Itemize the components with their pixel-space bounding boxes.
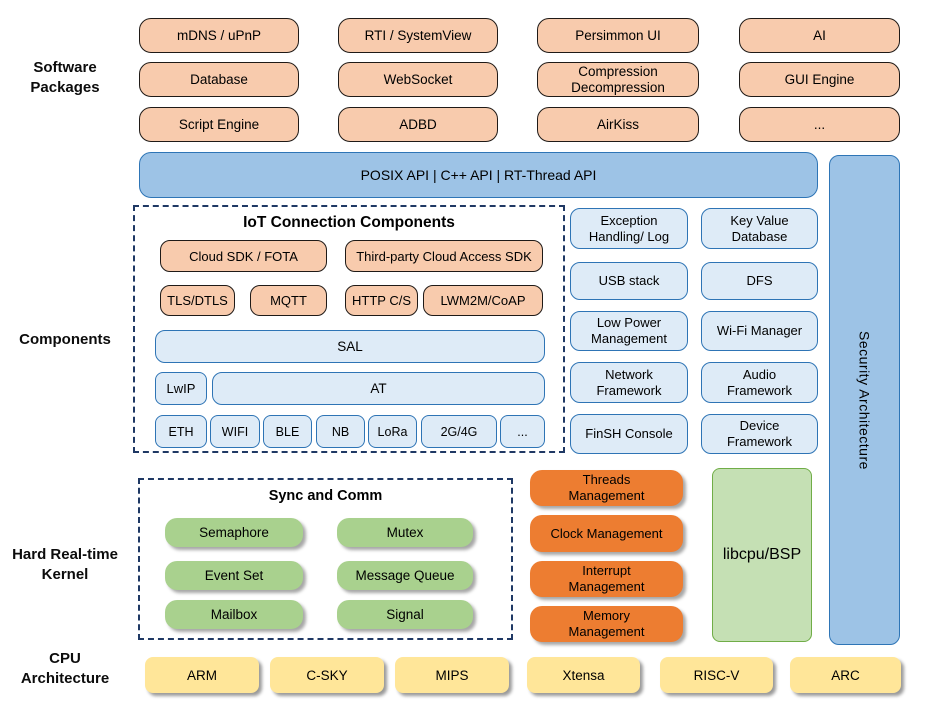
cpu-c-sky: C-SKY xyxy=(270,657,384,693)
box-libcpu-bsp: libcpu/BSP xyxy=(712,468,812,642)
svc-network-framework: Network Framework xyxy=(570,362,688,403)
cpu-arc: ARC xyxy=(790,657,901,693)
cpu-risc-v: RISC-V xyxy=(660,657,773,693)
pkg-websocket: WebSocket xyxy=(338,62,498,97)
side-label-software-packages: Software Packages xyxy=(30,59,100,96)
box-lwip: LwIP xyxy=(155,372,207,405)
box-interrupt-management: Interrupt Management xyxy=(530,561,683,597)
box-clock-management: Clock Management xyxy=(530,515,683,552)
cpu-arm: ARM xyxy=(145,657,259,693)
pkg-ai: AI xyxy=(739,18,900,53)
box-memory-management: Memory Management xyxy=(530,606,683,642)
box-threads-management: Threads Management xyxy=(530,470,683,506)
iot-components-title: IoT Connection Components xyxy=(243,214,455,231)
sync-comm-group xyxy=(138,478,513,640)
box-at: AT xyxy=(212,372,545,405)
box-lwm2m-coap: LWM2M/CoAP xyxy=(423,285,543,316)
box-http-cs: HTTP C/S xyxy=(345,285,418,316)
link-lora: LoRa xyxy=(368,415,417,448)
pkg-script-engine: Script Engine xyxy=(139,107,299,142)
pkg-gui-engine: GUI Engine xyxy=(739,62,900,97)
link-wifi: WIFI xyxy=(210,415,260,448)
security-architecture-bar: Security Architecture xyxy=(829,155,900,645)
box-mqtt: MQTT xyxy=(250,285,327,316)
api-bar: POSIX API | C++ API | RT-Thread API xyxy=(139,152,818,198)
pkg-compression-decompression: Compression Decompression xyxy=(537,62,699,97)
box-sal: SAL xyxy=(155,330,545,363)
box-message-queue: Message Queue xyxy=(337,561,473,590)
iot-components-group xyxy=(133,205,565,453)
svc-audio-framework: Audio Framework xyxy=(701,362,818,403)
pkg-rti-systemview: RTI / SystemView xyxy=(338,18,498,53)
box-mutex: Mutex xyxy=(337,518,473,547)
link-ble: BLE xyxy=(263,415,312,448)
link-nb: NB xyxy=(316,415,365,448)
box-third-party-cloud-sdk: Third-party Cloud Access SDK xyxy=(345,240,543,272)
svc-exception-log: Exception Handling/ Log xyxy=(570,208,688,249)
svc-finsh-console: FinSH Console xyxy=(570,414,688,454)
svc-wifi-manager: Wi-Fi Manager xyxy=(701,311,818,351)
svc-key-value-db: Key Value Database xyxy=(701,208,818,249)
box-tls-dtls: TLS/DTLS xyxy=(160,285,235,316)
sync-comm-title: Sync and Comm xyxy=(268,488,383,504)
link-more: ... xyxy=(500,415,545,448)
side-label-cpu: CPU Architecture xyxy=(20,650,110,687)
cpu-mips: MIPS xyxy=(395,657,509,693)
box-semaphore: Semaphore xyxy=(165,518,303,547)
cpu-xtensa: Xtensa xyxy=(527,657,640,693)
svc-usb-stack: USB stack xyxy=(570,262,688,300)
box-signal: Signal xyxy=(337,600,473,629)
svc-dfs: DFS xyxy=(701,262,818,300)
pkg-persimmon-ui: Persimmon UI xyxy=(537,18,699,53)
box-mailbox: Mailbox xyxy=(165,600,303,629)
side-label-components: Components xyxy=(19,331,111,348)
box-cloud-sdk-fota: Cloud SDK / FOTA xyxy=(160,240,327,272)
svc-low-power: Low Power Management xyxy=(570,311,688,351)
side-label-kernel: Hard Real-time Kernel xyxy=(12,546,118,583)
pkg-airkiss: AirKiss xyxy=(537,107,699,142)
link-2g-4g: 2G/4G xyxy=(421,415,497,448)
pkg-more: ... xyxy=(739,107,900,142)
pkg-database: Database xyxy=(139,62,299,97)
link-eth: ETH xyxy=(155,415,207,448)
box-event-set: Event Set xyxy=(165,561,303,590)
pkg-adbd: ADBD xyxy=(338,107,498,142)
pkg-mdns-upnp: mDNS / uPnP xyxy=(139,18,299,53)
svc-device-framework: Device Framework xyxy=(701,414,818,454)
